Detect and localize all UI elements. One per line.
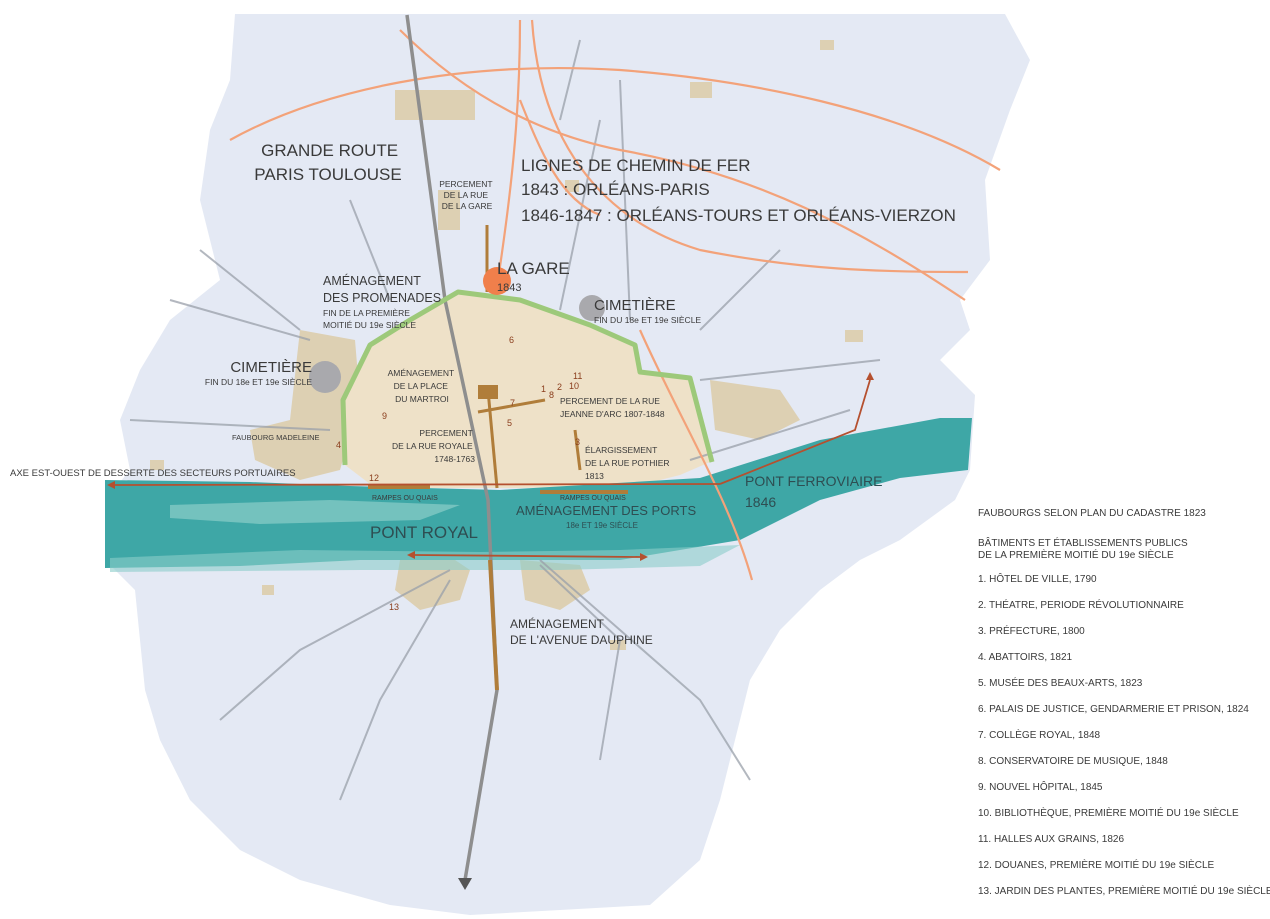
marker-2: 2 [557,382,562,392]
label-amenagement-ports: AMÉNAGEMENT DES PORTS [516,503,696,518]
legend-item: 2. THÉATRE, PERIODE RÉVOLUTIONNAIRE [978,600,1184,611]
marker-10: 10 [569,381,579,391]
marker-3: 3 [575,437,580,447]
legend-list: 1. HÔTEL DE VILLE, 1790 2. THÉATRE, PERI… [978,574,1270,898]
river-island [170,500,460,524]
label-grande-route: GRANDE ROUTE PARIS TOULOUSE [254,141,403,184]
label-rue-pothier: ÉLARGISSEMENT DE LA RUE POTHIER 1813 [585,445,672,481]
river-bank-south [110,545,740,572]
label-amenagement-ports-date: 18e ET 19e SIÈCLE [566,521,638,530]
legend-item: 6. PALAIS DE JUSTICE, GENDARMERIE ET PRI… [978,704,1249,715]
legend-item: 3. PRÉFECTURE, 1800 [978,626,1085,637]
marker-6: 6 [509,335,514,345]
marker-5: 5 [507,418,512,428]
place-du-martroi-marker [478,385,498,399]
label-chemin-de-fer: LIGNES DE CHEMIN DE FER 1843 : ORLÉANS-P… [521,156,956,225]
legend-item: 8. CONSERVATOIRE DE MUSIQUE, 1848 [978,756,1168,767]
label-cimetiere-west-date: FIN DU 18e ET 19e SIÈCLE [205,377,312,387]
marker-8: 8 [549,390,554,400]
railway-lines [229,19,1001,581]
legend-item: 10. BIBLIOTHÈQUE, PREMIÈRE MOITIÉ DU 19e… [978,808,1239,819]
marker-11: 11 [573,371,582,381]
cemetery-east-dot [579,295,605,321]
map-legend: FAUBOURGS SELON PLAN DU CADASTRE 1823 BÂ… [978,508,1270,912]
brown-axes [477,225,582,691]
marker-9: 9 [382,411,387,421]
legend-item: 5. MUSÉE DES BEAUX-ARTS, 1823 [978,678,1143,689]
grande-route-arrow [458,878,472,890]
label-promenades-date: FIN DE LA PREMIÈRE MOITIÉ DU 19e SIÈCLE [323,308,416,330]
legend-item: 1. HÔTEL DE VILLE, 1790 [978,574,1097,585]
label-cimetiere-west: CIMETIÈRE [230,359,312,376]
label-cimetiere-east-date: FIN DU 18e ET 19e SIÈCLE [594,315,701,325]
label-percement-gare: PERCEMENT DE LA RUE DE LA GARE [439,179,495,211]
marker-1: 1 [541,384,546,394]
marker-13: 13 [389,602,399,612]
label-la-gare: LA GARE [497,259,570,278]
loire-river [105,418,972,568]
old-city [343,292,710,488]
building-markers: 1 2 3 4 5 6 7 8 9 10 11 12 13 [336,335,582,612]
label-pont-ferroviaire: PONT FERROVIAIRE 1846 [745,473,886,510]
green-boulevards [340,289,715,466]
label-faubourg-madeleine: FAUBOURG MADELEINE [232,433,320,442]
label-rue-royale: PERCEMENT DE LA RUE ROYALE 1748-1763 [392,428,475,464]
legend-item: 11. HALLES AUX GRAINS, 1826 [978,834,1125,845]
legend-title: FAUBOURGS SELON PLAN DU CADASTRE 1823 [978,508,1206,519]
label-avenue-dauphine: AMÉNAGEMENT DE L'AVENUE DAUPHINE [510,616,653,647]
secondary-roads [129,39,881,801]
legend-item: 13. JARDIN DES PLANTES, PREMIÈRE MOITIÉ … [978,886,1270,897]
red-arrows [107,372,874,561]
legend-subtitle: BÂTIMENTS ET ÉTABLISSEMENTS PUBLICS DE L… [978,538,1268,562]
legend-subtitle-line-1: BÂTIMENTS ET ÉTABLISSEMENTS PUBLICS [978,538,1188,549]
label-cimetiere-east: CIMETIÈRE [594,297,676,314]
marker-7: 7 [510,398,515,408]
marker-12: 12 [369,473,379,483]
cemetery-west-dot [309,361,341,393]
legend-item: 7. COLLÈGE ROYAL, 1848 [978,730,1101,741]
label-martroi: AMÉNAGEMENT DE LA PLACE DU MARTROI [388,368,457,404]
label-rampes-right: RAMPES OU QUAIS [560,495,626,502]
label-axe-est-ouest: AXE EST-OUEST DE DESSERTE DES SECTEURS P… [10,468,296,479]
quay-ramps [368,485,628,494]
label-pont-royal: PONT ROYAL [370,523,478,542]
station-dot [483,267,511,295]
grande-route-line [405,14,499,881]
legend-item: 9. NOUVEL HÔPITAL, 1845 [978,782,1103,793]
label-jeanne-darc: PERCEMENT DE LA RUE JEANNE D'ARC 1807-18… [560,396,665,419]
legend-item: 12. DOUANES, PREMIÈRE MOITIÉ DU 19e SIÈC… [978,860,1215,871]
marker-4: 4 [336,440,341,450]
label-promenades: AMÉNAGEMENT DES PROMENADES [323,273,441,305]
legend-subtitle-line-2: DE LA PREMIÈRE MOITIÉ DU 19e SIÈCLE [978,550,1174,561]
label-la-gare-year: 1843 [497,282,521,294]
label-rampes-left: RAMPES OU QUAIS [372,495,438,502]
red-axes [114,379,871,558]
legend-item: 4. ABATTOIRS, 1821 [978,652,1073,663]
